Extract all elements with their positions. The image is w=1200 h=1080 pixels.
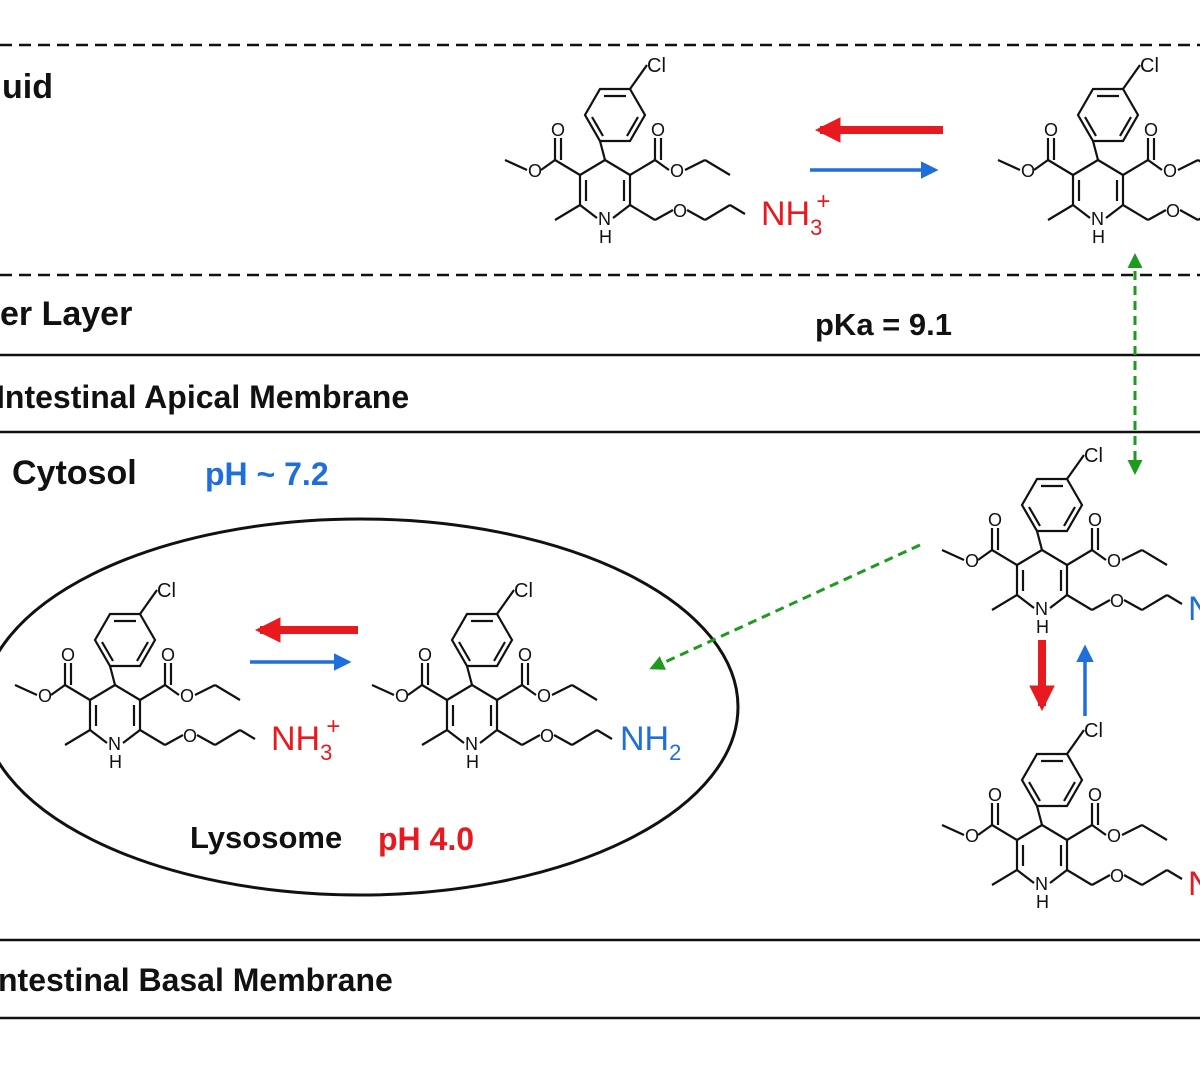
lysosome-membrane — [0, 517, 740, 897]
cytosol-ph-label: pH ~ 7.2 — [205, 456, 329, 492]
fluid-label: uid — [2, 68, 53, 106]
ammonium-label: NH3+ — [761, 188, 830, 240]
lysosome-neutral-molecule: NH2 — [370, 578, 681, 774]
basal-membrane-label: ntestinal Basal Membrane — [0, 962, 393, 998]
cytosol-protonated-molecule: N — [940, 718, 1200, 914]
cytosol-label: Cytosol — [12, 454, 137, 492]
water-layer-label: er Layer — [0, 295, 132, 333]
lysosome-ph-label: pH 4.0 — [378, 821, 474, 857]
truncated-amine-label: N — [1188, 590, 1200, 628]
ammonium-label: NH3+ — [271, 713, 340, 765]
pka-label: pKa = 9.1 — [815, 307, 952, 342]
lumen-protonated-molecule: NH3+ — [503, 53, 830, 249]
lumen-neutral-molecule — [996, 53, 1200, 249]
cytosol-neutral-molecule: N — [940, 443, 1200, 639]
lysosome-protonated-molecule: NH3+ — [13, 578, 340, 774]
lysosome-label: Lysosome — [190, 820, 342, 855]
apical-membrane-label: Intestinal Apical Membrane — [0, 379, 409, 415]
truncated-amine-label: N — [1188, 865, 1200, 903]
lysosome-uptake-arrow — [649, 543, 921, 670]
amine-label: NH2 — [620, 720, 681, 765]
